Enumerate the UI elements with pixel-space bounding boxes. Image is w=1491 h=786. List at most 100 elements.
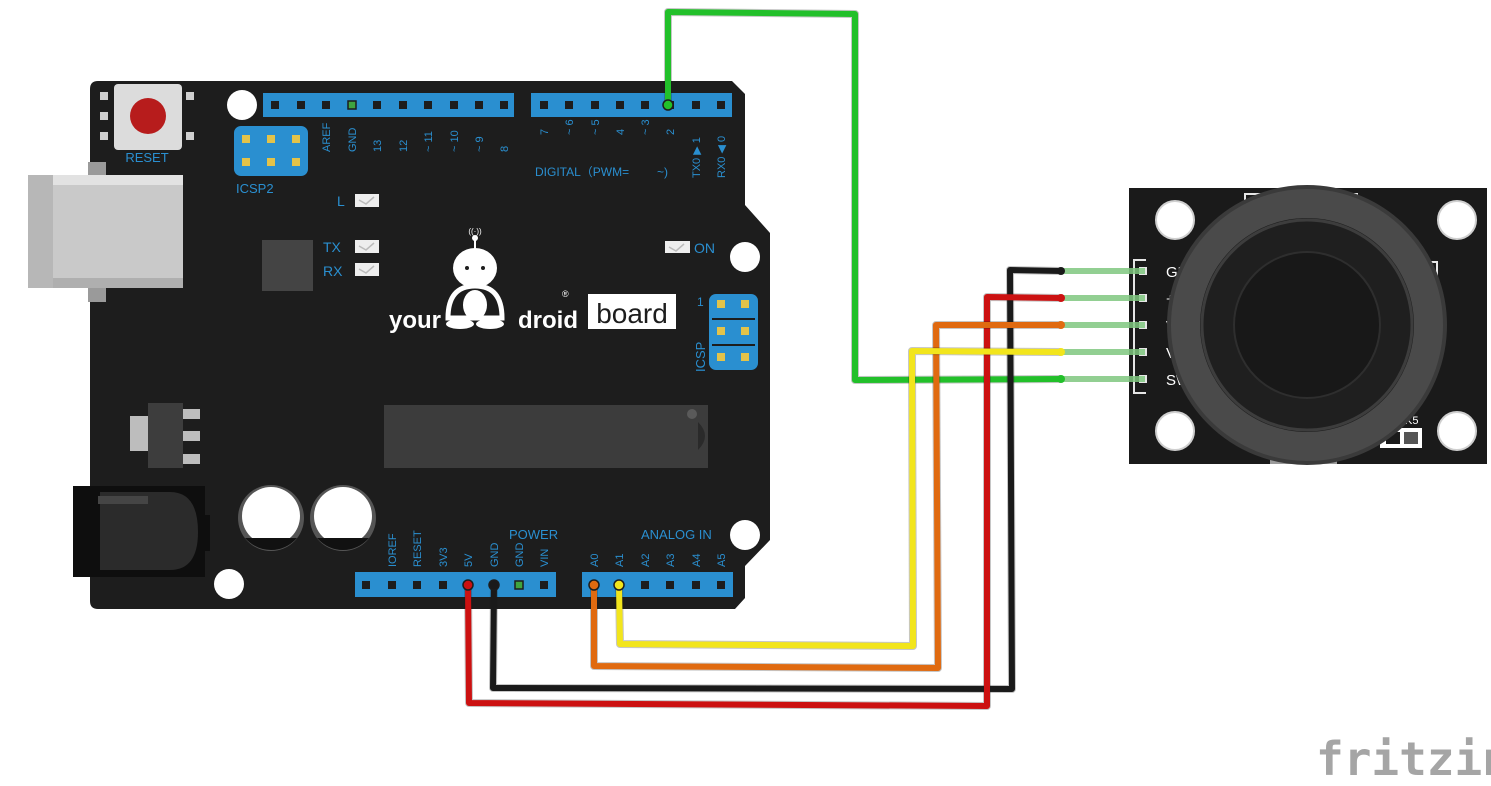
digital-label: DIGITAL（PWM= [535,165,629,179]
pin-label: ~ 9 [474,136,486,152]
header-pin [717,581,725,589]
led-on [665,241,690,253]
pin-label: 2 [665,129,677,135]
header-pin [641,101,649,109]
header-pin [540,581,548,589]
pin-label: GND [489,543,501,568]
pin-label: ~ 10 [449,130,461,152]
pin-label: A5 [716,554,728,567]
pin-label: ~ 6 [564,119,576,135]
wire-end [662,99,674,111]
header-pin [591,101,599,109]
pin-label: ~ 5 [590,119,602,135]
wire-end [1057,294,1065,302]
header-pin [692,581,700,589]
led-rx-label: RX [323,263,343,279]
mount-hole [214,569,244,599]
icsp-pin1-label: 1 [697,295,704,309]
mount-hole [1155,411,1195,451]
pin-label: A3 [665,554,677,567]
wire-5v[interactable] [465,294,1064,709]
pin-label: A1 [614,554,626,567]
pin-label: IOREF [387,533,399,567]
logo-registered: ® [562,289,569,299]
wires [462,8,1145,710]
led-rx [355,263,379,276]
header-pin [514,580,524,590]
wire-end [488,579,500,591]
microcontroller-chip [384,405,708,468]
analog-header [582,572,733,597]
header-pin [565,101,573,109]
header-pin [500,101,508,109]
header-pin [616,101,624,109]
pin-label: 5V [463,553,475,567]
pin-label: 8 [499,146,511,152]
header-pin [439,581,447,589]
wire-end [1057,267,1065,275]
mount-hole [1155,200,1195,240]
header-pin [717,101,725,109]
header-pin [297,101,305,109]
wire-sw-to-d2[interactable] [665,9,1064,383]
joystick-module: GND+5VVRxVRySW K5 [1129,185,1487,465]
header-pin [424,101,432,109]
pin-label: A2 [640,554,652,567]
header-pin [388,581,396,589]
wire-end [1057,375,1065,383]
pin-label: RESET [412,530,424,567]
droid-mascot-icon [445,235,505,329]
dc-power-jack [73,486,210,577]
wire-vry-to-a1[interactable] [616,348,1064,649]
wire-vrx-to-a0[interactable] [591,322,1064,671]
analog-label: ANALOG IN [641,527,712,542]
header-pin [540,101,548,109]
header-pin [450,101,458,109]
header-pin [641,581,649,589]
led-on-label: ON [694,240,715,256]
header-pin [322,101,330,109]
pin-label: GND [514,543,526,568]
header-pin [362,581,370,589]
logo-your: your [389,307,441,334]
pin-label: GND [347,128,359,153]
header-pin [373,101,381,109]
led-l [355,194,379,207]
power-header [355,572,556,597]
reset-label: RESET [125,150,168,165]
capacitor [238,485,304,551]
pin-label: 13 [372,140,384,152]
icsp-header [709,294,758,370]
usb-chip [262,240,313,291]
mount-hole [1437,411,1477,451]
voltage-regulator [130,403,200,468]
icsp2-header [234,126,308,176]
usb-connector [28,162,183,302]
digital-header-right [531,93,732,117]
header-pin [475,101,483,109]
reset-button[interactable] [100,84,194,150]
icsp-label: ICSP [693,342,708,372]
pin-label: 4 [615,129,627,135]
led-tx-label: TX [323,239,342,255]
logo-droid: droid [518,307,578,334]
pin-label: A0 [589,554,601,567]
pin-label: A4 [691,554,703,567]
power-label: POWER [509,527,558,542]
led-l-label: L [337,193,345,209]
joystick-thumbstick-icon [1167,185,1447,465]
mount-hole [227,90,257,120]
wire-end [588,579,600,591]
header-pin [413,581,421,589]
pin-label: 7 [539,129,551,135]
pin-label: AREF [321,122,333,152]
icsp2-label: ICSP2 [236,181,274,196]
header-pin [347,100,357,110]
pin-label: ~ 3 [640,119,652,135]
pin-label: ~ 11 [423,131,435,152]
wire-gnd[interactable] [490,267,1064,692]
pin-label: 3V3 [438,547,450,567]
header-pin [271,101,279,109]
logo-board-box [588,294,676,329]
